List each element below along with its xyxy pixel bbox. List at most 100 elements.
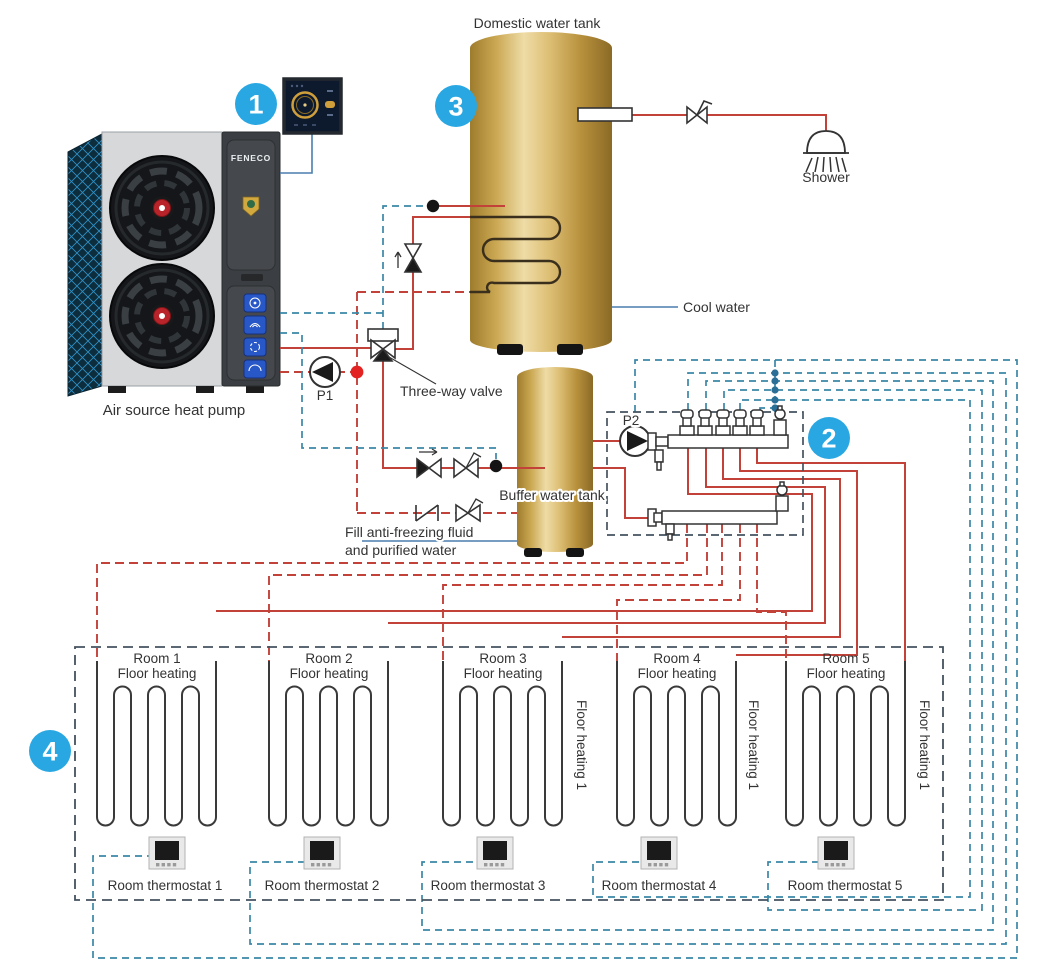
coil-room-3 <box>442 661 563 827</box>
thermostat-label: Room thermostat 3 <box>431 878 546 893</box>
heat-pump-foot <box>196 386 214 393</box>
thermostat-icon <box>817 836 855 870</box>
domestic-water-tank: Domestic water tank <box>470 15 612 355</box>
room-name: Room 3 <box>479 651 526 666</box>
fill-label-line2: and purified water <box>345 542 457 558</box>
floor-heating-coils <box>96 661 906 827</box>
pump-p2-icon <box>619 425 651 457</box>
fan-icon <box>109 155 215 261</box>
signal-junction-dots <box>771 369 779 412</box>
heat-pump-foot <box>246 386 264 393</box>
room-type: Floor heating <box>118 666 197 681</box>
loop-label: Floor heating 1 <box>746 700 761 790</box>
badge-2: 2 <box>808 417 850 459</box>
controller-cable <box>280 133 313 174</box>
heat-pump-label: Air source heat pump <box>103 402 246 419</box>
room-name: Room 1 <box>133 651 180 666</box>
room-type: Floor heating <box>464 666 543 681</box>
tank-foot <box>497 344 523 355</box>
room-type: Floor heating <box>290 666 369 681</box>
room-type: Floor heating <box>638 666 717 681</box>
controller-minus-key <box>327 114 333 116</box>
fill-shutoff-valve-icon <box>455 498 484 523</box>
air-vent-icon <box>773 405 787 436</box>
thermostat-label: Room thermostat 1 <box>108 878 223 893</box>
return-junction-dot <box>350 365 364 379</box>
tank-foot <box>557 344 583 355</box>
control-signal-lines <box>92 205 1018 959</box>
room-name: Room 5 <box>822 651 869 666</box>
three-way-valve-icon <box>367 328 437 385</box>
loop-labels: Floor heating 1 Floor heating 1 Floor he… <box>574 700 932 790</box>
thermostat-label: Room thermostat 4 <box>602 878 717 893</box>
heat-pump-side-grille <box>67 133 103 397</box>
hot-water-supply-pipes <box>216 114 906 661</box>
svg-text:3: 3 <box>448 92 463 122</box>
return-manifold <box>647 481 789 541</box>
room-type: Floor heating <box>807 666 886 681</box>
controller-button <box>325 101 335 108</box>
loop-label: Floor heating 1 <box>917 700 932 790</box>
tank-outlet-flange <box>577 107 633 122</box>
coil-room-1 <box>96 661 217 827</box>
air-source-heat-pump: FENECO Air source heat pu <box>67 131 281 419</box>
controller-plus-key <box>327 90 333 92</box>
buffer-water-tank <box>517 367 593 557</box>
svg-text:4: 4 <box>42 737 57 767</box>
cool-water-label: Cool water <box>683 299 750 315</box>
domestic-tank-heat-coil <box>470 215 562 294</box>
feature-badge-icons <box>243 293 267 379</box>
check-valve-icon <box>416 448 442 479</box>
shower-icon <box>803 130 849 173</box>
thermostat-label: Room thermostat 5 <box>788 878 903 893</box>
heat-pump-handle <box>241 274 263 281</box>
thermostat-icon <box>640 836 678 870</box>
air-vent-icon <box>775 481 789 512</box>
tank-foot <box>566 548 584 557</box>
fill-label-line1: Fill anti-freezing fluid <box>345 524 473 540</box>
thermostat-icon <box>148 836 186 870</box>
return-water-pipes <box>96 291 787 661</box>
fan-icon <box>109 263 215 369</box>
floor-heating-area-box <box>74 646 944 901</box>
svg-text:1: 1 <box>248 90 263 120</box>
tank-sensor-dot <box>426 199 440 213</box>
pump-p1-icon <box>309 356 341 388</box>
shower-shutoff-valve-icon <box>686 99 713 125</box>
step-badges: 1 3 2 4 <box>29 83 850 772</box>
svg-text:2: 2 <box>821 424 836 454</box>
brand-logo: FENECO <box>231 153 271 163</box>
badge-3: 3 <box>435 85 477 127</box>
controller-dial-icon <box>291 91 319 119</box>
shutoff-valve-icon <box>453 452 482 479</box>
pump-p2-label: P2 <box>623 413 640 428</box>
badge-4: 4 <box>29 730 71 772</box>
domestic-tank-label: Domestic water tank <box>474 15 602 31</box>
thermostat-icon <box>476 836 514 870</box>
supply-manifold <box>647 405 789 471</box>
three-way-valve-label: Three-way valve <box>400 383 503 399</box>
room-name: Room 4 <box>653 651 701 666</box>
badge-1: 1 <box>235 83 277 125</box>
wired-controller <box>280 77 343 174</box>
coil-room-2 <box>268 661 389 827</box>
tank-foot <box>524 548 542 557</box>
coil-room-5 <box>785 661 906 827</box>
quality-shield-icon <box>242 196 260 217</box>
check-valve-icon-vertical <box>394 243 423 273</box>
coil-room-4 <box>616 661 737 827</box>
loop-label: Floor heating 1 <box>574 700 589 790</box>
thermostat-icon <box>303 836 341 870</box>
buffer-tank-label: Buffer water tank <box>499 487 606 503</box>
heat-pump-foot <box>108 386 126 393</box>
thermostat-label: Room thermostat 2 <box>265 878 380 893</box>
pump-p1-label: P1 <box>317 388 334 403</box>
manifold-actuators <box>679 409 765 436</box>
room-thermostats: Room thermostat 1 Room thermostat 2 Room… <box>108 836 903 893</box>
shower-label: Shower <box>802 169 850 185</box>
fill-valve-icon <box>415 504 439 522</box>
room-titles: Room 1 Floor heating Room 2 Floor heatin… <box>118 651 886 681</box>
buffer-sensor-dot <box>489 459 503 473</box>
